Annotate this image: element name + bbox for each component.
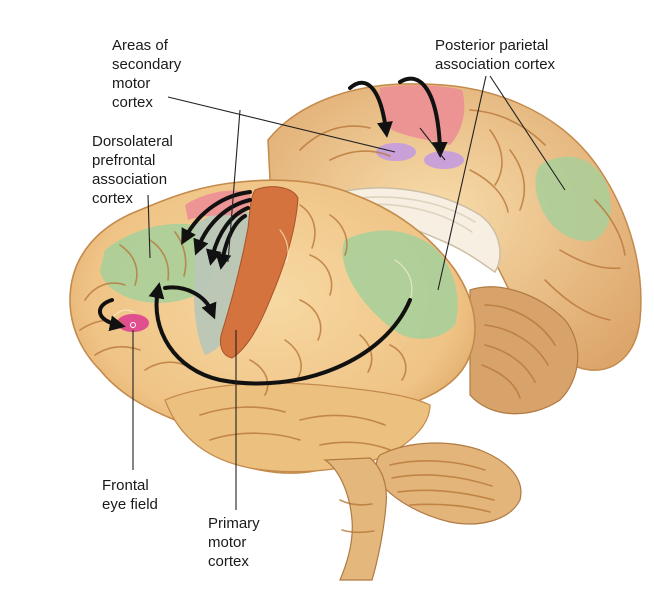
connection-arrows: [98, 76, 448, 386]
lateral-hemisphere: [69, 179, 476, 474]
posterior-parietal-green: [342, 230, 458, 339]
arrow-to-premotor: [163, 285, 217, 320]
cerebellum-brainstem: [323, 442, 522, 581]
label-dorsolateral-prefrontal: Dorsolateral prefrontal association cort…: [92, 133, 173, 207]
leader-dorsolateral: [147, 194, 151, 259]
label-secondary-motor: Areas of secondary motor cortex: [112, 37, 182, 111]
brainstem: [323, 457, 387, 581]
cerebellum-lateral: [375, 442, 522, 525]
medial-hemisphere: [267, 83, 642, 415]
arrow-lateral-4: [215, 214, 247, 270]
arrow-parietal-loop: [148, 282, 412, 386]
arrow-lateral-1: [181, 190, 252, 246]
primary-motor-orange: [219, 186, 299, 359]
arrow-to-eye-field: [98, 298, 126, 332]
leader-parietal-lateral: [437, 75, 487, 291]
arrow-lateral-3: [206, 206, 250, 266]
frontal-eye-field-dot: [130, 322, 136, 328]
medial-parietal-green: [535, 156, 611, 242]
arrow-medial-1: [348, 80, 393, 138]
leader-secondary-lateral: [227, 109, 241, 263]
label-primary-motor: Primary motor cortex: [208, 515, 260, 570]
arrow-lateral-2: [193, 198, 252, 256]
leader-parietal-oval: [419, 127, 446, 161]
label-posterior-parietal: Posterior parietal association cortex: [435, 37, 556, 73]
leader-parietal-medial: [489, 75, 566, 191]
leader-lines: [132, 75, 566, 510]
arrow-medial-2: [398, 76, 448, 158]
cerebellum-medial: [469, 286, 579, 415]
supplementary-motor-oval-1: [376, 143, 416, 161]
medial-secondary-motor-pink: [379, 85, 465, 145]
leader-secondary-medial: [167, 96, 396, 153]
label-frontal-eye-field: Frontal eye field: [102, 477, 158, 513]
supplementary-motor-oval-2: [424, 151, 464, 169]
